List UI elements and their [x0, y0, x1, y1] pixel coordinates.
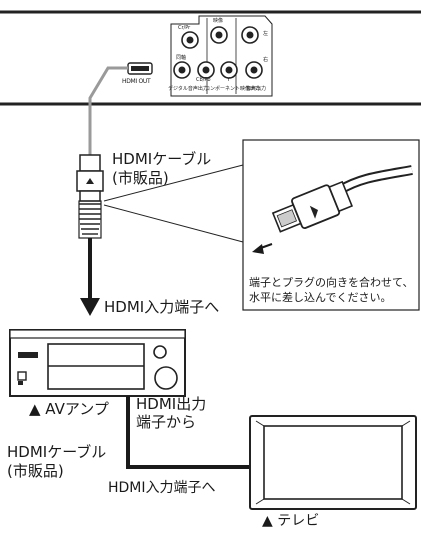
- hdmi-out-label: HDMI OUT: [122, 78, 151, 85]
- hdmi-in-bottom-label: HDMI入力端子へ: [108, 480, 216, 496]
- callout-text-line1: 端子とプラグの向きを合わせて、: [249, 276, 414, 289]
- hdmi-out-terminal-line1: HDMI出力: [136, 395, 207, 413]
- hdmi-out-terminal-line2: 端子から: [136, 413, 197, 431]
- cable-top-line: [88, 66, 128, 155]
- magnified-plug: [252, 165, 413, 254]
- digital-label: デジタル音声出力: [168, 86, 208, 92]
- cable-bottom-label-line2: (市販品): [7, 462, 64, 480]
- amp-large-knob: [154, 366, 178, 390]
- cable-amp-to-tv: [126, 396, 262, 469]
- cr-label: Cr/Pr: [178, 25, 191, 31]
- arrow-to-amp-head: [80, 298, 100, 316]
- video-label: 映像: [213, 18, 224, 24]
- y-label: Y: [227, 77, 231, 83]
- av-amplifier: [9, 329, 186, 397]
- amp-display-slot: [18, 352, 38, 358]
- hdmi-out-port: [127, 62, 153, 75]
- cb-label: Cb/Pb: [196, 77, 211, 83]
- callout-text-line2: 水平に差し込んでください。: [249, 291, 392, 304]
- hdmi-in-top-label: HDMI入力端子へ: [104, 298, 220, 316]
- cable-top-label-line1: HDMIケーブル: [112, 150, 212, 168]
- amp-small-knob: [153, 345, 167, 359]
- tv-label: ▲ テレビ: [262, 513, 320, 529]
- callout: [103, 139, 420, 311]
- cable-bottom-label-line1: HDMIケーブル: [7, 443, 107, 461]
- jack-cluster: [170, 15, 273, 97]
- component-label: コンポーネント映像出力: [205, 86, 261, 92]
- cable-top-label-line2: (市販品): [112, 169, 169, 187]
- coax-label: 同軸: [176, 55, 187, 61]
- right-label: 右: [263, 57, 269, 63]
- hdmi-plug: [76, 154, 104, 239]
- television: [249, 415, 417, 510]
- audio-label: 音声出力: [246, 86, 267, 92]
- av-amp-label: ▲ AVアンプ: [29, 400, 109, 418]
- left-label: 左: [263, 31, 269, 37]
